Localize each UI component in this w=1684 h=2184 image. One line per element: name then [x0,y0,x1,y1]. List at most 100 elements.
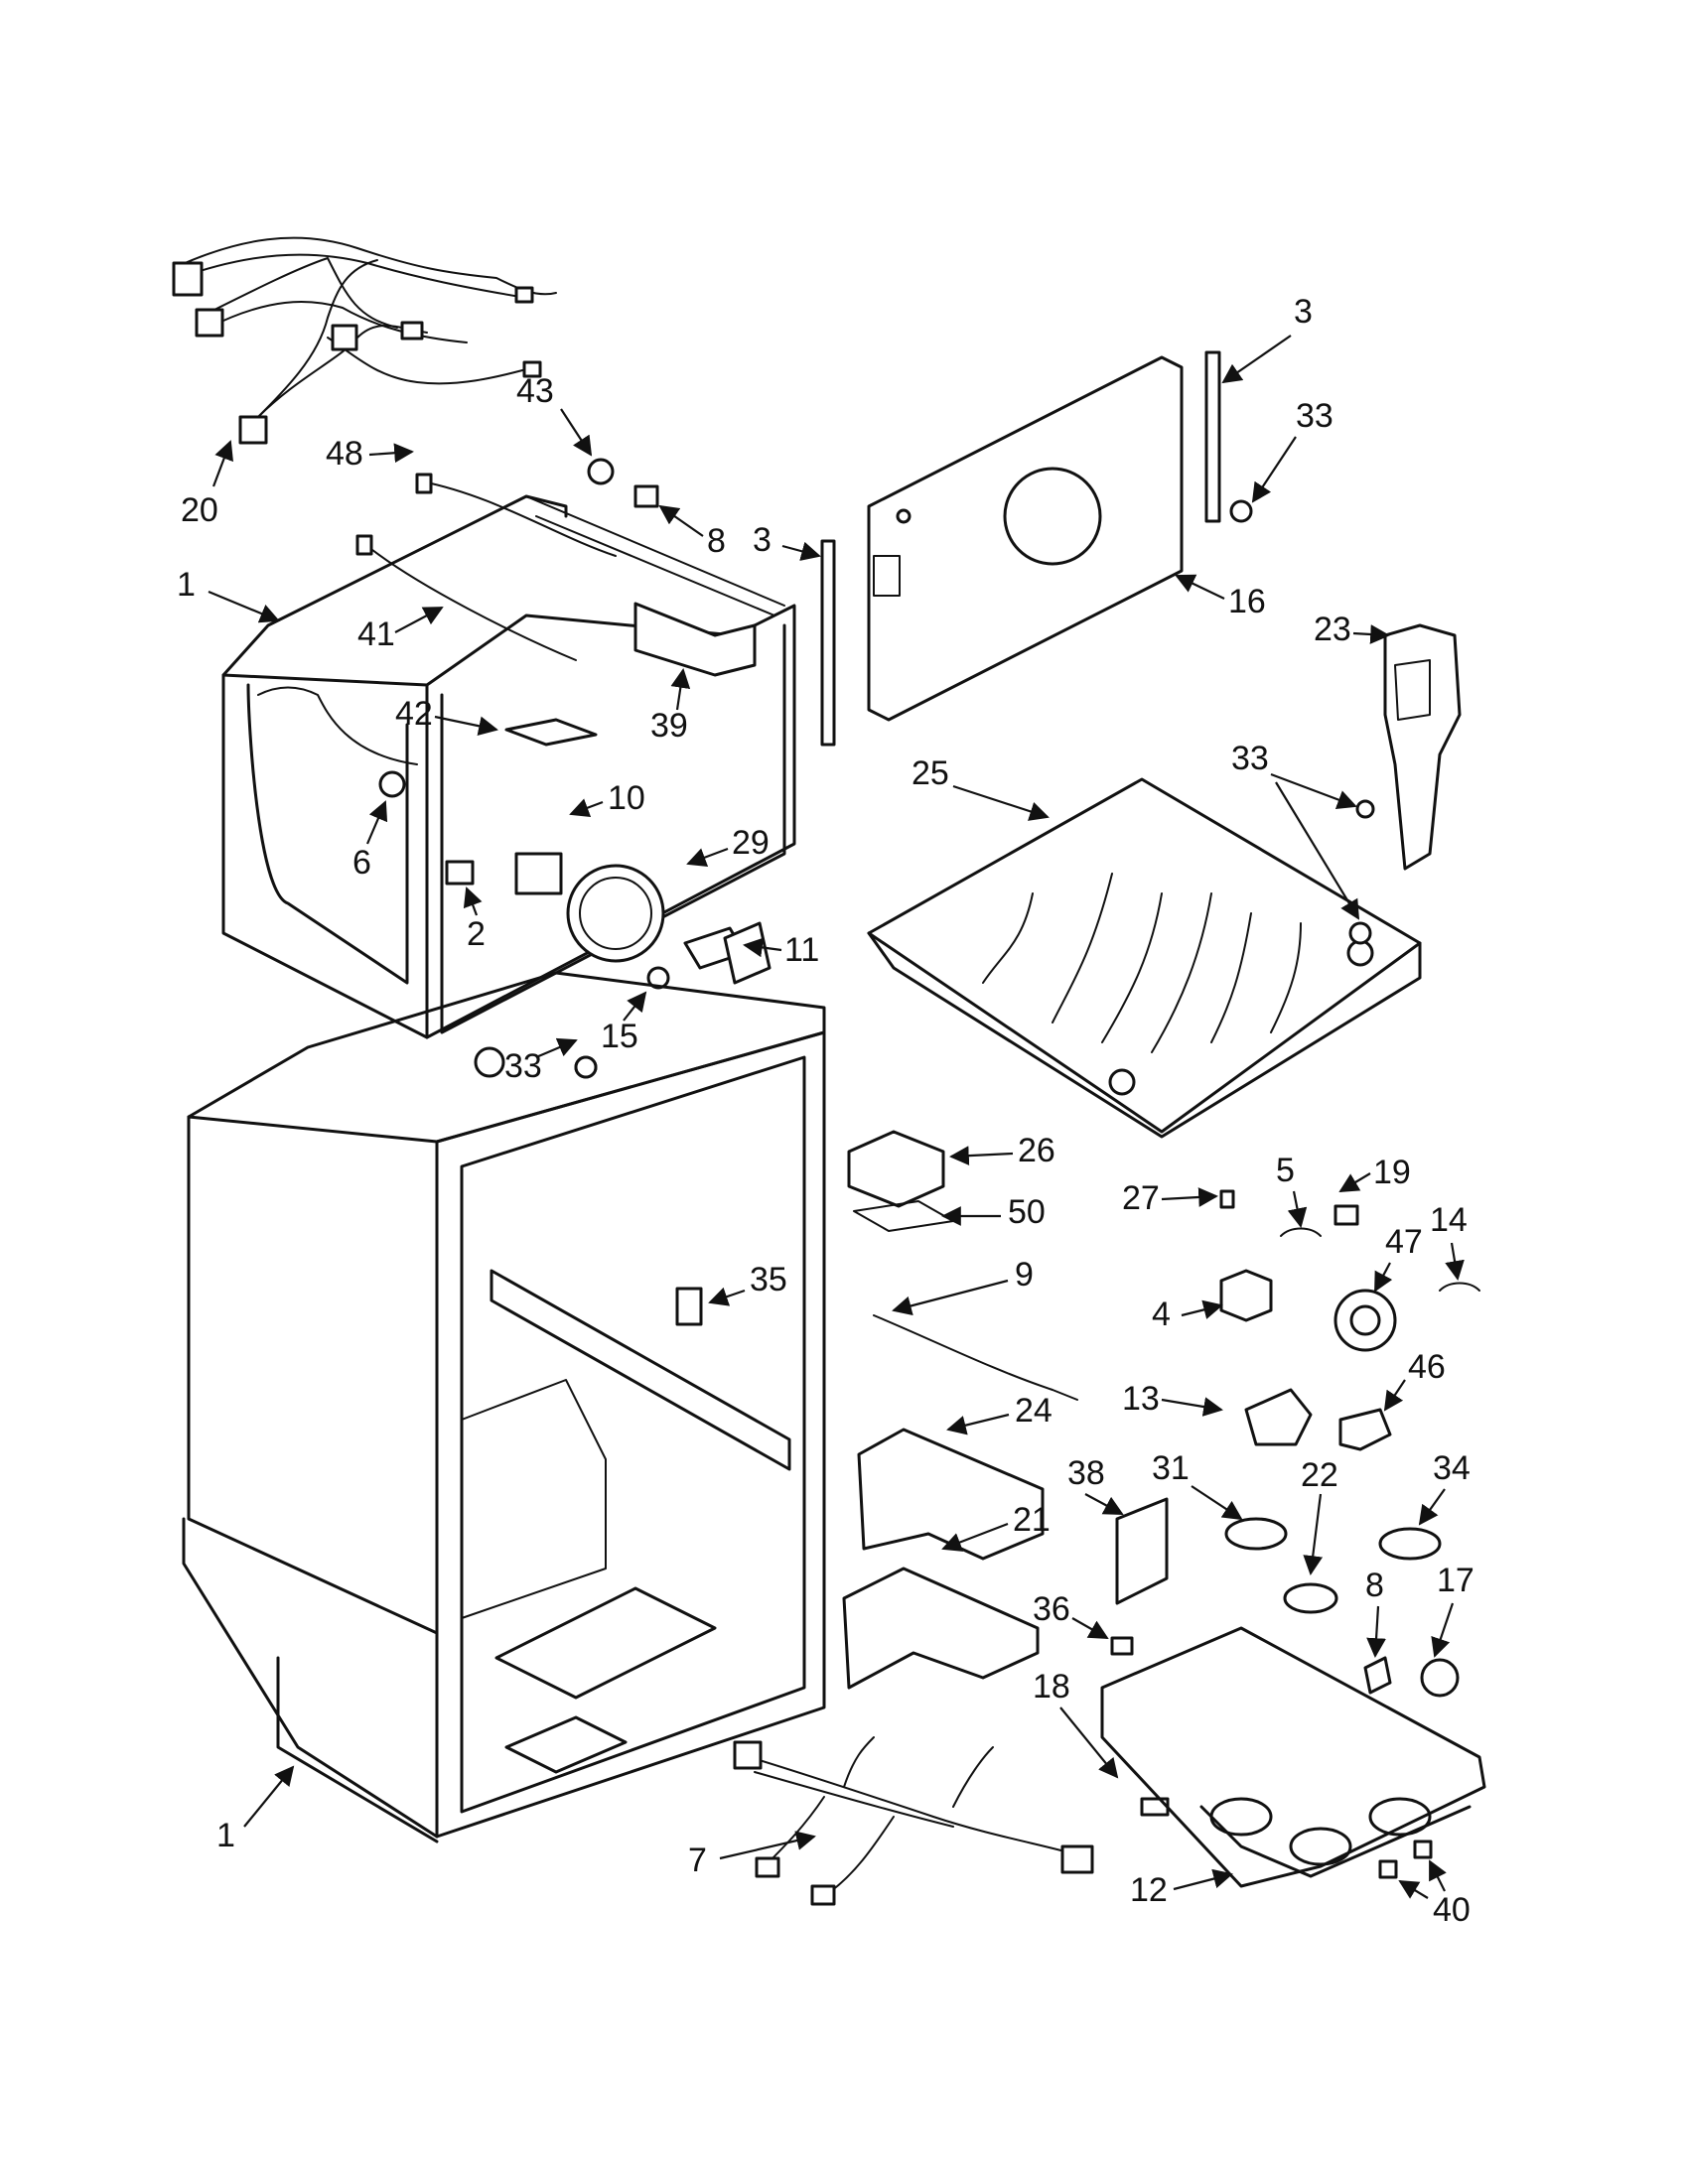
svg-text:31: 31 [1152,1449,1190,1487]
callout-29: 29 [686,824,770,868]
svg-text:18: 18 [1033,1668,1070,1706]
svg-text:19: 19 [1373,1154,1411,1191]
svg-text:23: 23 [1314,611,1351,648]
svg-text:3: 3 [1294,293,1313,331]
callout-20: 20 [181,440,233,529]
callout-31: 31 [1152,1449,1243,1521]
svg-text:2: 2 [467,915,486,953]
svg-text:22: 22 [1301,1456,1338,1494]
svg-text:26: 26 [1018,1132,1055,1169]
callout-43: 43 [516,372,593,457]
control-module [847,1130,954,1232]
screws [574,499,1375,1079]
duct-cover [1383,623,1462,871]
callout-36: 36 [1033,1590,1109,1639]
vent-cover [633,602,757,677]
svg-text:25: 25 [912,754,949,792]
callout-46: 46 [1383,1348,1446,1412]
callout-22: 22 [1301,1456,1338,1575]
callout-23: 23 [1314,611,1390,648]
callout-50: 50 [941,1193,1046,1231]
svg-text:48: 48 [326,435,363,473]
callout-24: 24 [946,1392,1052,1435]
callout-2: 2 [463,887,486,953]
svg-text:38: 38 [1067,1454,1105,1492]
callout-8-lower: 8 [1365,1567,1386,1658]
wire-lead [873,1314,1078,1401]
callout-5: 5 [1276,1152,1308,1228]
svg-text:16: 16 [1228,583,1266,620]
callout-3-left: 3 [753,521,821,561]
callout-18: 18 [1033,1668,1119,1779]
callout-21: 21 [941,1501,1051,1552]
callout-8-upper: 8 [658,504,726,560]
callout-16: 16 [1175,574,1266,620]
svg-text:21: 21 [1013,1501,1051,1539]
gasket-strips [820,350,1221,747]
callout-3-right: 3 [1221,293,1313,384]
callout-15: 15 [601,991,647,1055]
callout-13: 13 [1122,1380,1223,1418]
callout-26: 26 [949,1132,1055,1169]
auger-assembly [1110,1189,1480,1817]
dispenser-housing [842,1428,1045,1690]
callout-10: 10 [569,779,645,818]
callout-33-b: 33 [1231,740,1360,920]
callout-14: 14 [1430,1201,1468,1281]
svg-text:33: 33 [1231,740,1269,777]
callout-19: 19 [1338,1154,1411,1193]
svg-text:20: 20 [181,491,218,529]
svg-text:36: 36 [1033,1590,1070,1628]
callout-35: 35 [708,1261,787,1306]
svg-text:4: 4 [1152,1296,1171,1333]
ice-bin-base [1100,1626,1486,1888]
svg-text:42: 42 [395,695,433,733]
callout-42: 42 [395,695,498,737]
callout-33-a: 33 [1251,397,1333,503]
svg-text:47: 47 [1385,1223,1423,1261]
callout-12: 12 [1130,1868,1233,1909]
svg-text:6: 6 [352,844,371,882]
svg-text:33: 33 [504,1047,542,1085]
svg-text:9: 9 [1015,1256,1034,1294]
callout-47: 47 [1374,1223,1423,1293]
callout-41: 41 [357,607,444,653]
wiring-harness-lower [733,1736,1094,1906]
svg-text:15: 15 [601,1018,638,1055]
svg-text:7: 7 [688,1842,707,1879]
freezer-wires [355,473,617,661]
bracket [504,718,598,747]
drip-tray [867,777,1422,1139]
svg-text:41: 41 [357,615,395,653]
svg-text:34: 34 [1433,1449,1471,1487]
callout-4: 4 [1152,1296,1223,1333]
callout-7: 7 [688,1831,816,1879]
svg-text:27: 27 [1122,1179,1160,1217]
svg-text:13: 13 [1122,1380,1160,1418]
callout-1-upper: 1 [177,566,280,623]
callout-39: 39 [650,668,691,745]
callout-6: 6 [352,800,388,882]
callout-25: 25 [912,754,1050,821]
svg-text:8: 8 [707,522,726,560]
callout-11: 11 [743,931,819,969]
svg-text:24: 24 [1015,1392,1052,1430]
svg-text:8: 8 [1365,1567,1384,1604]
svg-text:39: 39 [650,707,688,745]
callout-34: 34 [1418,1449,1471,1526]
callout-48: 48 [326,435,414,473]
svg-text:1: 1 [177,566,196,604]
svg-text:43: 43 [516,372,554,410]
light-bulb-upper [587,458,659,508]
wiring-harness-upper [172,236,557,445]
svg-text:40: 40 [1433,1891,1471,1929]
callout-1-lower: 1 [216,1765,295,1854]
fresh-food-liner [182,971,826,1843]
svg-text:11: 11 [784,931,819,969]
svg-text:3: 3 [753,521,772,559]
svg-text:10: 10 [608,779,645,817]
svg-text:12: 12 [1130,1871,1168,1909]
rear-panel [867,355,1251,722]
callout-33-c: 33 [504,1037,578,1085]
